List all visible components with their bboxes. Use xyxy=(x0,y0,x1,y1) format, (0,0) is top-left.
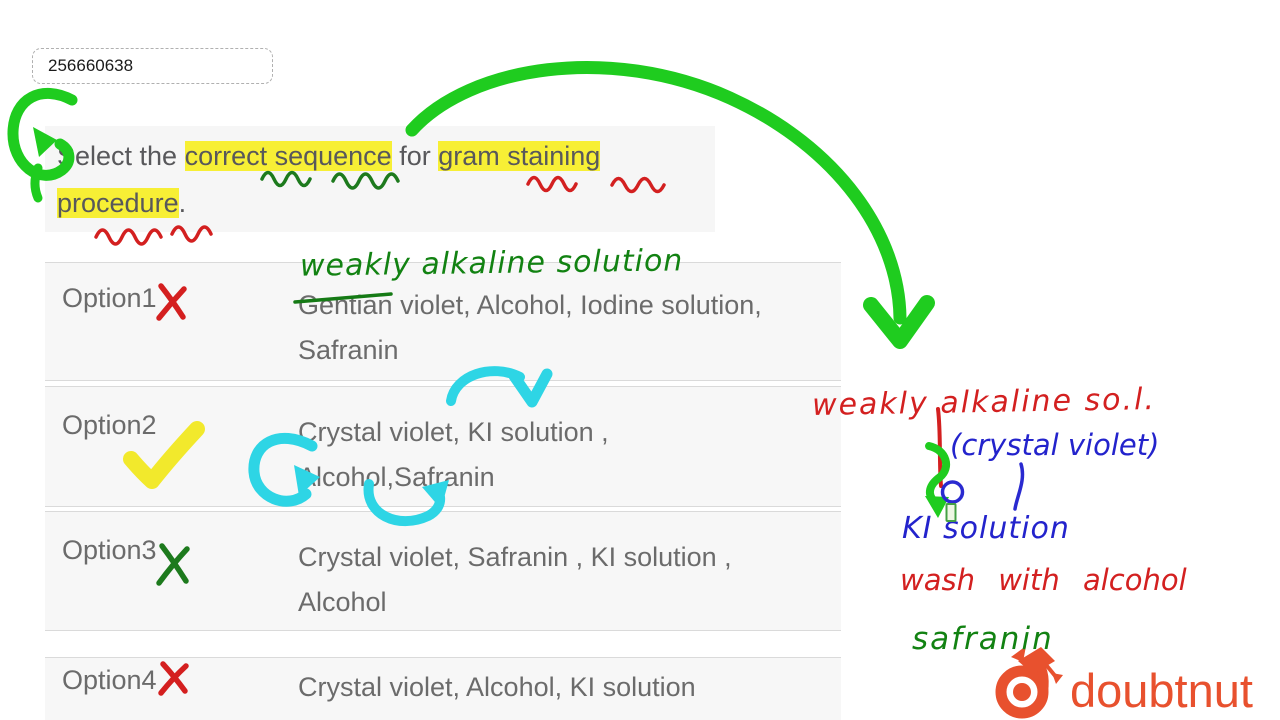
question-card: Select the correct sequence for gram sta… xyxy=(45,126,715,232)
handwritten-note-ki-solution: KI solution xyxy=(902,511,1070,546)
cap-tassel-end xyxy=(1052,673,1063,684)
question-id-badge: 256660638 xyxy=(32,48,273,84)
logo-dot xyxy=(1013,683,1031,701)
option-1-line-1: Gentian violet, Alcohol, Iodine solution… xyxy=(298,290,762,320)
doubtnut-logo-icon xyxy=(995,646,1063,719)
question-line-2: procedure. xyxy=(57,180,715,227)
option-1-line-2: Safranin xyxy=(298,335,399,365)
big-green-arrowhead-icon xyxy=(863,295,935,349)
question-line-1: Select the correct sequence for gram sta… xyxy=(57,133,715,180)
doubtnut-logo-text: doubtnut xyxy=(1070,664,1253,717)
graduation-cap-tip xyxy=(1011,646,1026,662)
option-4-line-1: Crystal violet, Alcohol, KI solution xyxy=(298,672,696,702)
graduation-cap-icon xyxy=(1018,647,1055,674)
blue-descender-stroke xyxy=(1013,462,1025,511)
option-3-label: Option3 xyxy=(62,535,157,565)
option-row-4[interactable]: Option4 Crystal violet, Alcohol, KI solu… xyxy=(45,657,841,720)
handwritten-note-safranin: safranin xyxy=(912,621,1054,657)
option-1-label: Option1 xyxy=(62,283,157,313)
red-squiggle-under-procedure-1 xyxy=(94,228,163,246)
question-text: Select the xyxy=(57,141,185,171)
handwritten-note-wash-with-alcohol: wash with alcohol xyxy=(900,563,1187,597)
blue-circle-mark xyxy=(940,480,965,504)
option-2-line-2: Alcohol,Safranin xyxy=(298,462,495,492)
option-1-content: Gentian violet, Alcohol, Iodine solution… xyxy=(298,283,762,373)
question-text-highlighted: procedure xyxy=(57,188,179,218)
question-text: . xyxy=(178,188,187,218)
question-id-text: 256660638 xyxy=(48,56,134,75)
question-text-highlighted: gram staining xyxy=(438,141,601,171)
option-2-label: Option2 xyxy=(62,410,157,440)
handwritten-note-above-option1: weakly alkaline solution xyxy=(299,243,684,284)
option-3-content: Crystal violet, Safranin , KI solution ,… xyxy=(298,535,732,625)
handwritten-note-crystal-violet: (crystal violet) xyxy=(950,428,1160,462)
question-text: for xyxy=(391,141,439,171)
green-s-curve-arrow xyxy=(925,442,951,505)
handwritten-note-weakly-alkaline: weakly alkaline so.l. xyxy=(811,382,1157,423)
option-2-content: Crystal violet, KI solution , Alcohol,Sa… xyxy=(298,410,609,500)
question-text-highlighted: correct sequence xyxy=(184,141,392,171)
option-3-line-2: Alcohol xyxy=(298,587,387,617)
option-4-content: Crystal violet, Alcohol, KI solution xyxy=(298,665,696,710)
option-row-2[interactable]: Option2 Crystal violet, KI solution , Al… xyxy=(45,386,841,507)
option-2-line-1: Crystal violet, KI solution , xyxy=(298,417,609,447)
green-loop-tail xyxy=(30,163,43,203)
option-4-label: Option4 xyxy=(62,665,157,695)
option-3-line-1: Crystal violet, Safranin , KI solution , xyxy=(298,542,732,572)
option-row-3[interactable]: Option3 Crystal violet, Safranin , KI so… xyxy=(45,511,841,631)
doubtnut-logo: doubtnut xyxy=(990,640,1280,720)
